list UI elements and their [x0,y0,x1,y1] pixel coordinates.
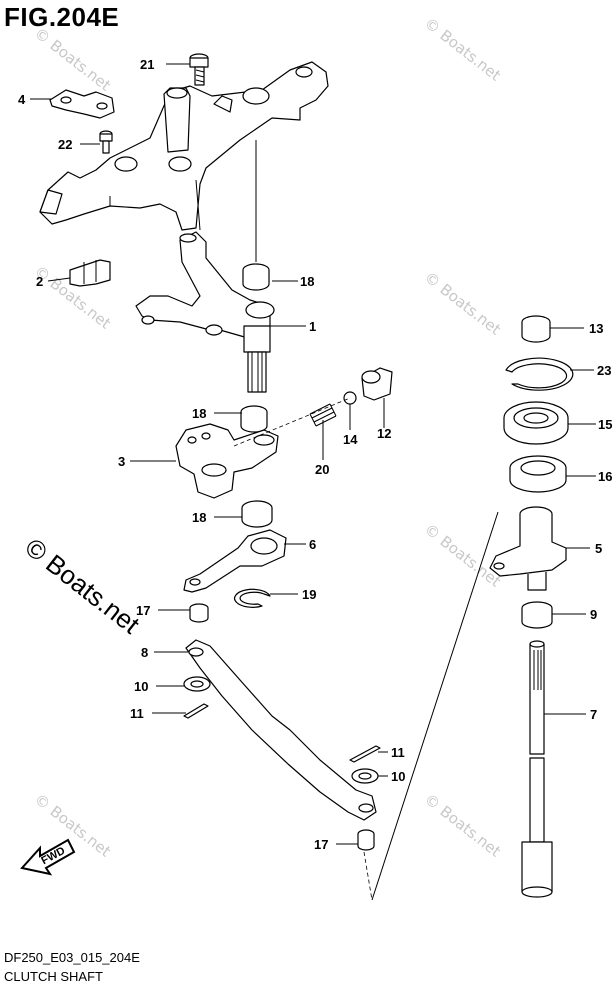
callout-18: 18 [300,274,314,289]
lever-6 [183,529,287,593]
callout-17: 17 [314,837,328,852]
callout-15: 15 [598,417,612,432]
callout-10: 10 [391,769,405,784]
seal-16 [509,455,567,493]
shift-shaft-1 [135,231,275,393]
clutch-shaft-7 [521,640,553,898]
clip-2 [69,259,111,287]
callout-4: 4 [18,92,26,107]
bushing-17 [357,829,375,851]
figure-name: CLUTCH SHAFT [4,969,103,984]
callout-14: 14 [343,432,358,447]
figure-title: FIG.204E [4,2,120,32]
bolt-21 [189,53,209,86]
clutch-bracket [39,61,329,231]
bushing-18 [240,405,268,433]
collar-9 [521,601,553,629]
screw-22 [99,130,113,154]
fwd-arrow: FWD [20,838,76,876]
cap-13 [521,315,551,343]
circlip-23 [505,357,574,391]
cotter-pin-11 [183,703,209,719]
callout-19: 19 [302,587,316,602]
bushing-18 [241,500,273,528]
bearing-15 [503,401,569,445]
callout-13: 13 [589,321,603,336]
callout-22: 22 [58,137,72,152]
ball-14 [343,391,357,405]
bushing-18 [242,263,270,291]
plate-4 [49,89,115,119]
washer-10 [183,676,211,692]
callout-21: 21 [140,57,154,72]
bushing-17 [189,603,209,623]
callouts: 21 4 22 2 18 1 18 3 20 14 12 18 6 17 19 … [18,57,612,852]
callout-8: 8 [141,645,148,660]
cam-3 [175,423,279,499]
sleeve-12 [361,367,393,401]
callout-11: 11 [391,745,405,760]
callout-7: 7 [590,707,597,722]
callout-18: 18 [192,406,206,421]
callout-2: 2 [36,274,43,289]
callout-18: 18 [192,510,206,525]
housing-5 [489,506,567,591]
callout-3: 3 [118,454,125,469]
spring-20 [309,403,337,427]
cotter-pin-11 [349,745,381,763]
link-rod-8 [185,639,377,821]
callout-9: 9 [590,607,597,622]
callout-23: 23 [597,363,611,378]
callout-16: 16 [598,469,612,484]
callout-5: 5 [595,541,602,556]
callout-11: 11 [130,706,144,721]
washer-10 [351,768,379,784]
figure-code: DF250_E03_015_204E [4,950,140,965]
callout-12: 12 [377,426,391,441]
leader-lines [30,63,596,845]
callout-17: 17 [136,603,150,618]
callout-10: 10 [134,679,148,694]
callout-6: 6 [309,537,316,552]
circlip-19 [234,588,271,608]
callout-1: 1 [309,319,316,334]
callout-20: 20 [315,462,329,477]
